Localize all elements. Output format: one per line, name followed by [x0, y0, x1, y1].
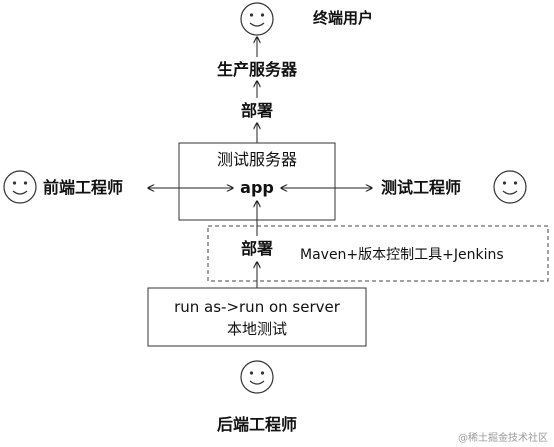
frontend-engineer-smiley-icon: [3, 170, 37, 204]
end-user-label: 终端用户: [313, 9, 373, 27]
watermark-text: @稀土掘金技术社区: [458, 431, 548, 444]
test-engineer-label: 测试工程师: [381, 178, 461, 197]
local-run-command-label: run as->run on server: [174, 298, 341, 316]
backend-engineer-smiley-icon: [240, 360, 274, 394]
production-server-label: 生产服务器: [217, 60, 298, 79]
deploy-top-label: 部署: [241, 101, 273, 120]
test-engineer-smiley-icon: [493, 170, 527, 204]
end-user-smiley-icon: [240, 2, 274, 36]
local-test-label: 本地测试: [227, 320, 287, 338]
test-server-title: 测试服务器: [217, 150, 297, 169]
frontend-engineer-label: 前端工程师: [43, 178, 123, 197]
toolchain-dashed-box: [207, 225, 549, 282]
deploy-bottom-label: 部署: [241, 239, 273, 258]
local-test-box: [147, 287, 367, 347]
toolchain-label: Maven+版本控制工具+Jenkins: [300, 247, 504, 263]
backend-engineer-label: 后端工程师: [217, 415, 297, 434]
app-label: app: [240, 178, 274, 197]
